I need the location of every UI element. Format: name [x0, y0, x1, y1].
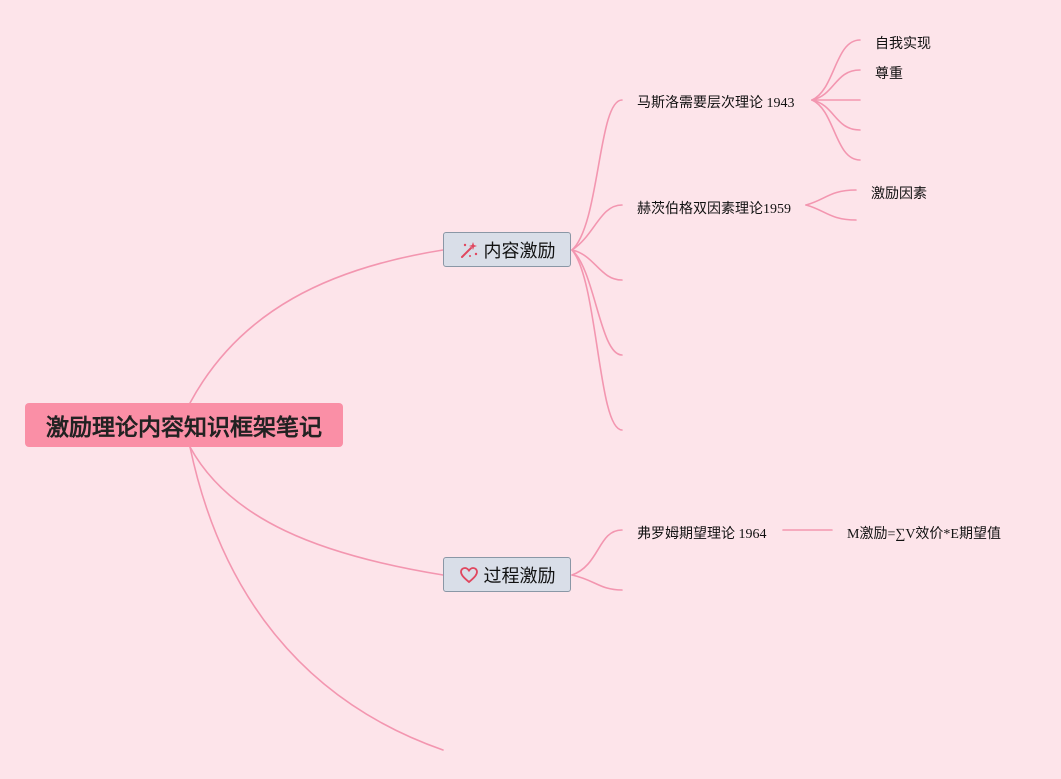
subtopic-vroom[interactable]: 弗罗姆期望理论 1964 [637, 527, 767, 542]
topic-content-motivation[interactable]: 内容激励 [443, 232, 571, 267]
edge-root-content [189, 249, 444, 404]
heart-icon [459, 565, 479, 585]
leaf-motivators[interactable]: 激励因素 [871, 187, 927, 202]
edge-herzberg-2 [805, 204, 857, 221]
root-topic-label: 激励理论内容知识框架笔记 [46, 415, 322, 441]
edge-content-maslow [571, 99, 623, 251]
leaf-expectancy-formula[interactable]: M激励=∑V效价*E期望值 [847, 527, 1001, 542]
topic-content-label: 内容激励 [483, 240, 556, 262]
topic-process-label: 过程激励 [483, 565, 556, 587]
root-topic[interactable]: 激励理论内容知识框架笔记 [25, 403, 343, 447]
leaf-self-actualization[interactable]: 自我实现 [875, 37, 931, 52]
subtopic-maslow[interactable]: 马斯洛需要层次理论 1943 [637, 96, 795, 111]
edge-process-empty [571, 574, 623, 591]
magic-wand-icon [459, 240, 479, 260]
subtopic-herzberg[interactable]: 赫茨伯格双因素理论1959 [637, 202, 791, 217]
edge-content-empty3 [571, 249, 623, 431]
edge-content-empty1 [571, 249, 623, 281]
edge-process-vroom [571, 529, 623, 576]
edge-root-process [189, 446, 444, 576]
edge-maslow-4 [811, 99, 861, 131]
edge-maslow-1 [811, 39, 861, 101]
topic-process-motivation[interactable]: 过程激励 [443, 557, 571, 592]
edge-root-empty [189, 446, 444, 751]
edge-herzberg-1 [805, 189, 857, 206]
edge-maslow-5 [811, 99, 861, 161]
edge-content-herzberg [571, 204, 623, 251]
edge-maslow-2 [811, 69, 861, 101]
edge-content-empty2 [571, 249, 623, 356]
leaf-esteem[interactable]: 尊重 [875, 67, 903, 82]
